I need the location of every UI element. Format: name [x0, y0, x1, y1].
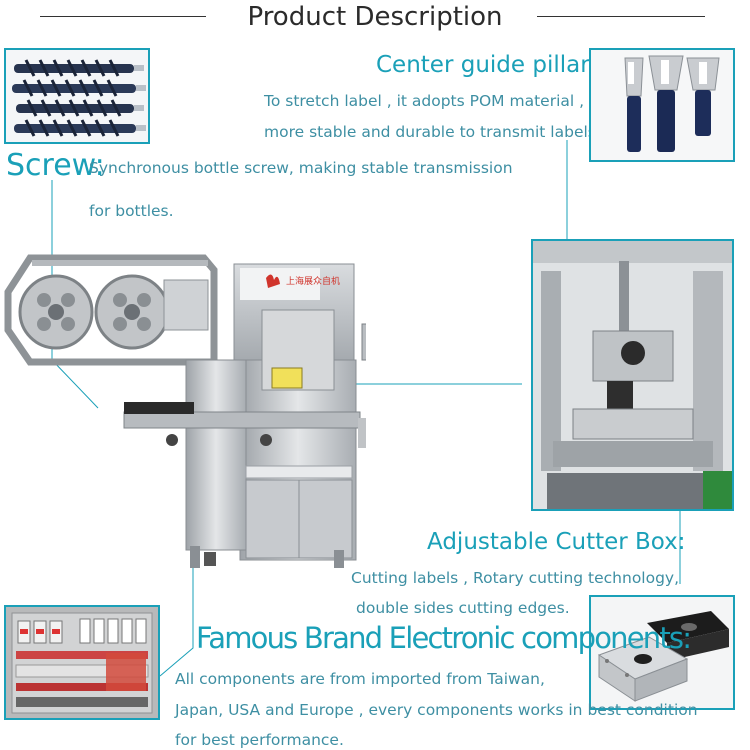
electrical-cabinet-photo — [4, 605, 160, 720]
cutter-box-icon — [597, 611, 729, 702]
cutter-heading: Adjustable Cutter Box: — [427, 529, 686, 555]
title-rule-left — [40, 16, 206, 17]
screw-line-2: for bottles. — [89, 202, 174, 220]
pillar-line-2: more stable and durable to transmit labe… — [264, 123, 601, 141]
title-rule-right — [537, 16, 705, 17]
detail-photo — [531, 239, 734, 511]
screw-line-1: Synchronous bottle screw, making stable … — [89, 159, 513, 177]
machine-brand-label: 上海展众自机 — [286, 275, 340, 287]
cutter-line-1: Cutting labels , Rotary cutting technolo… — [351, 569, 680, 587]
screw-heading: Screw: — [6, 148, 105, 183]
breaker-icon — [17, 618, 147, 644]
pillar-heading: Center guide pillar: — [376, 52, 598, 78]
cutter-box-photo — [589, 595, 735, 710]
logo-icon — [266, 274, 280, 288]
reel-icon — [18, 274, 170, 350]
page-title: Product Description — [247, 2, 503, 32]
screw-icon — [12, 59, 146, 137]
electronic-line-1: All components are from imported from Ta… — [175, 670, 545, 688]
electronic-heading: Famous Brand Electronic components: — [196, 621, 692, 655]
cutter-line-2: double sides cutting edges. — [356, 599, 570, 617]
guide-pillar-icon — [624, 55, 720, 152]
electronic-line-2: Japan, USA and Europe , every components… — [175, 701, 698, 719]
pillar-line-1: To stretch label , it adopts POM materia… — [264, 92, 585, 110]
guide-pillar-photo — [589, 48, 735, 162]
screw-photo — [4, 48, 150, 144]
machine-photo: 上海展众自机 — [4, 250, 401, 574]
electronic-line-3: for best performance. — [175, 731, 344, 749]
